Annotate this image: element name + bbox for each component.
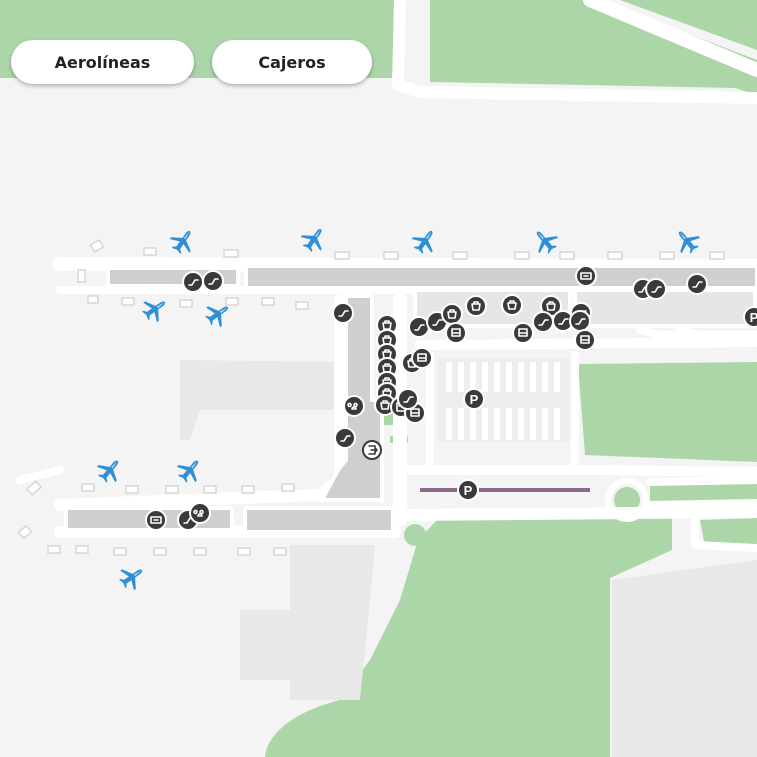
escalator-icon[interactable]	[334, 427, 356, 449]
atm-icon[interactable]	[575, 265, 597, 287]
exit-icon[interactable]	[362, 440, 382, 460]
escalator-icon[interactable]	[182, 271, 204, 293]
escalator-icon[interactable]	[408, 316, 430, 338]
shop-icon[interactable]	[540, 295, 562, 317]
atms-filter-button[interactable]: Cajeros	[212, 40, 372, 84]
svg-text:P: P	[750, 310, 757, 325]
poi-layer	[145, 265, 708, 531]
pet-area-icon[interactable]	[189, 502, 211, 524]
atm-icon[interactable]	[145, 509, 167, 531]
gate-stands	[17, 239, 725, 556]
building-footprints	[180, 360, 757, 757]
escalator-icon[interactable]	[569, 310, 591, 332]
pet-area-icon[interactable]	[343, 395, 365, 417]
shop-icon[interactable]	[376, 314, 398, 336]
escalator-icon[interactable]	[645, 278, 667, 300]
shop-icon[interactable]	[465, 295, 487, 317]
bus-icon[interactable]	[574, 329, 596, 351]
airlines-filter-button[interactable]: Aerolíneas	[11, 40, 194, 84]
parking-icon[interactable]: P	[457, 479, 479, 501]
shop-icon[interactable]	[441, 303, 463, 325]
parking-icon[interactable]: P	[743, 306, 757, 328]
escalator-icon[interactable]	[202, 270, 224, 292]
bus-icon[interactable]	[445, 322, 467, 344]
svg-text:P: P	[464, 483, 473, 498]
bus-icon[interactable]	[512, 322, 534, 344]
roundabout	[605, 478, 649, 522]
shop-icon[interactable]	[501, 294, 523, 316]
escalator-icon[interactable]	[532, 311, 554, 333]
parking-lot	[420, 358, 590, 492]
escalator-icon[interactable]	[686, 273, 708, 295]
parking-icon[interactable]: P	[463, 388, 485, 410]
bus-icon[interactable]	[411, 347, 433, 369]
escalator-icon[interactable]	[332, 302, 354, 324]
svg-text:P: P	[470, 392, 479, 407]
escalator-icon[interactable]	[397, 388, 419, 410]
